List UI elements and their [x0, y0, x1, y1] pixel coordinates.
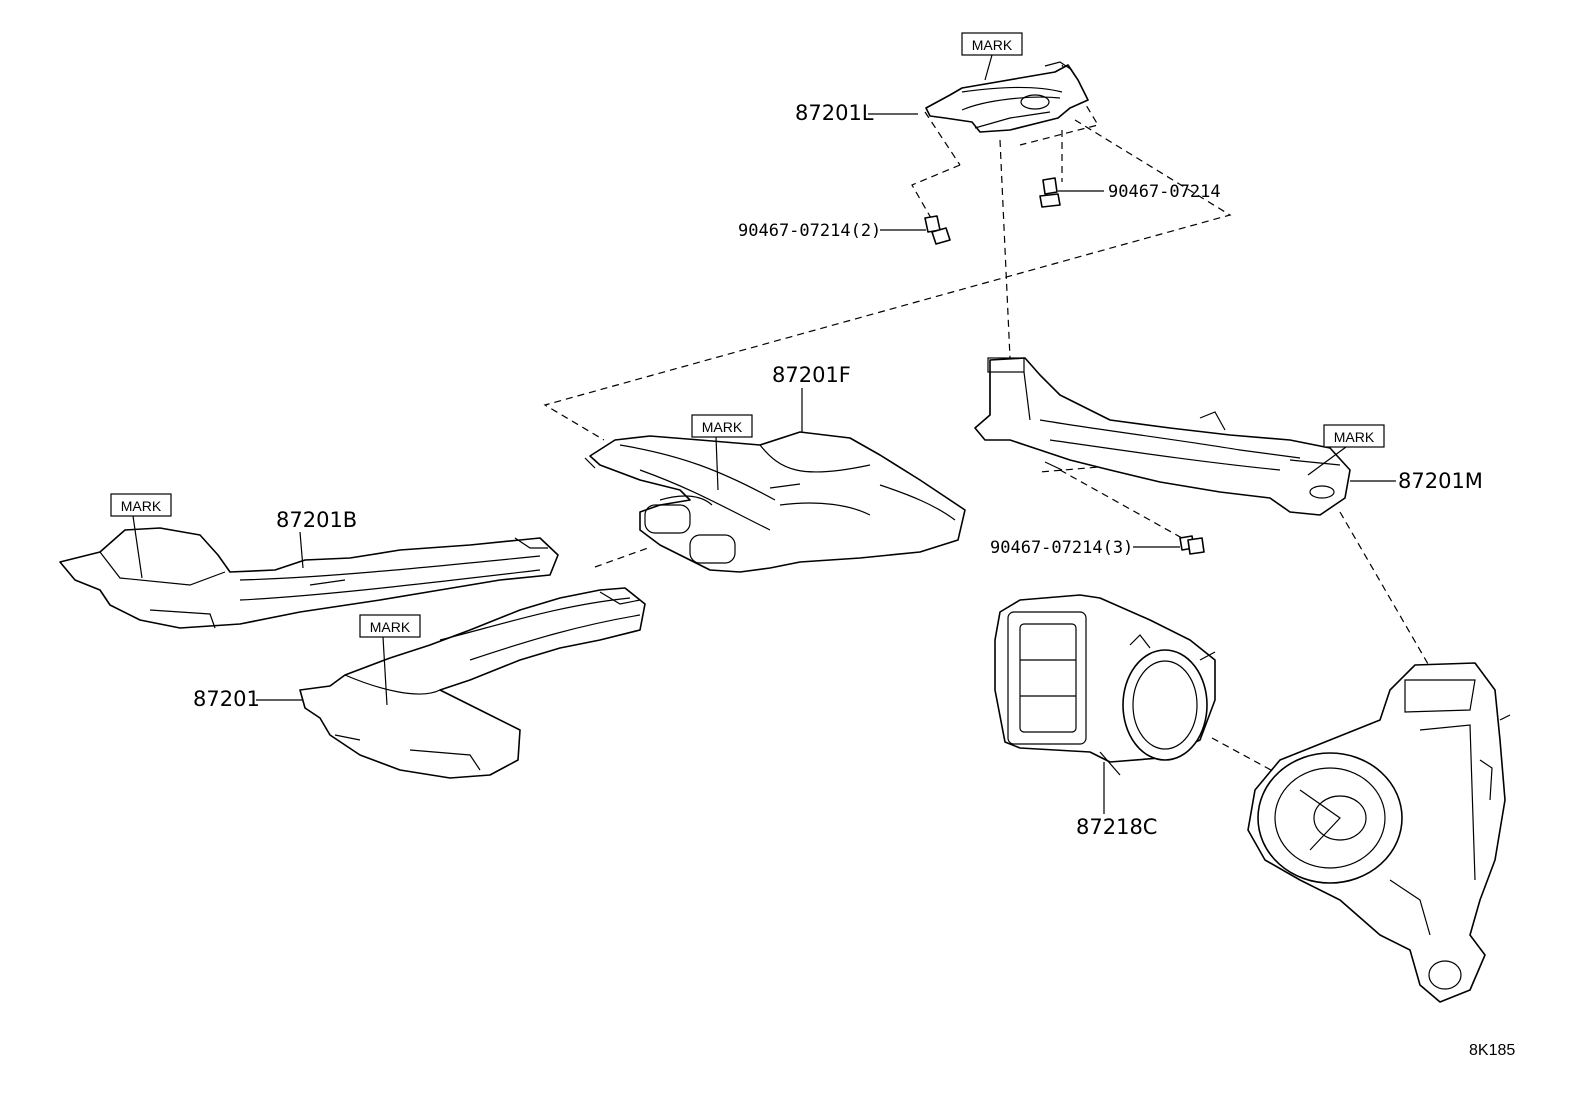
part-label-87201L: 87201L — [795, 101, 874, 125]
mark-box: MARK — [1307, 424, 1385, 476]
duct-87201L — [925, 61, 1089, 133]
duct-87201F — [584, 431, 966, 573]
mark-box: MARK — [110, 493, 172, 579]
part-label-87201F: 87201F — [772, 363, 851, 387]
bolt-icons — [924, 177, 1205, 555]
reference-code: 8K185 — [1469, 1042, 1515, 1059]
mark-box: MARK — [691, 414, 753, 491]
duct-87201M — [974, 357, 1351, 516]
duct-87201 — [299, 587, 646, 779]
bolt-icon — [924, 215, 951, 245]
part-label-87201M: 87201M — [1398, 469, 1483, 493]
mark-label: MARK — [121, 498, 162, 514]
bolt-label-mid: 90467-07214(3) — [990, 538, 1133, 558]
part-label-87201B: 87201B — [276, 508, 357, 532]
mark-label: MARK — [972, 37, 1013, 53]
mark-label: MARK — [702, 419, 743, 435]
bolt-icon — [1039, 177, 1061, 208]
blower-assembly — [1247, 662, 1511, 1003]
assembly-dashed-lines — [543, 64, 1436, 777]
bolt-label-top-right: 90467-07214 — [1108, 182, 1221, 202]
bolt-icon — [1179, 535, 1205, 555]
duct-87201B — [59, 527, 559, 629]
mark-box: MARK — [961, 32, 1023, 81]
housing-87218C — [994, 594, 1216, 776]
part-label-87201: 87201 — [193, 687, 260, 711]
bolt-label-top-left: 90467-07214(2) — [738, 221, 881, 241]
part-label-87218C: 87218C — [1076, 815, 1157, 839]
mark-label: MARK — [1334, 429, 1375, 445]
mark-label: MARK — [370, 619, 411, 635]
mark-box: MARK — [359, 614, 421, 706]
